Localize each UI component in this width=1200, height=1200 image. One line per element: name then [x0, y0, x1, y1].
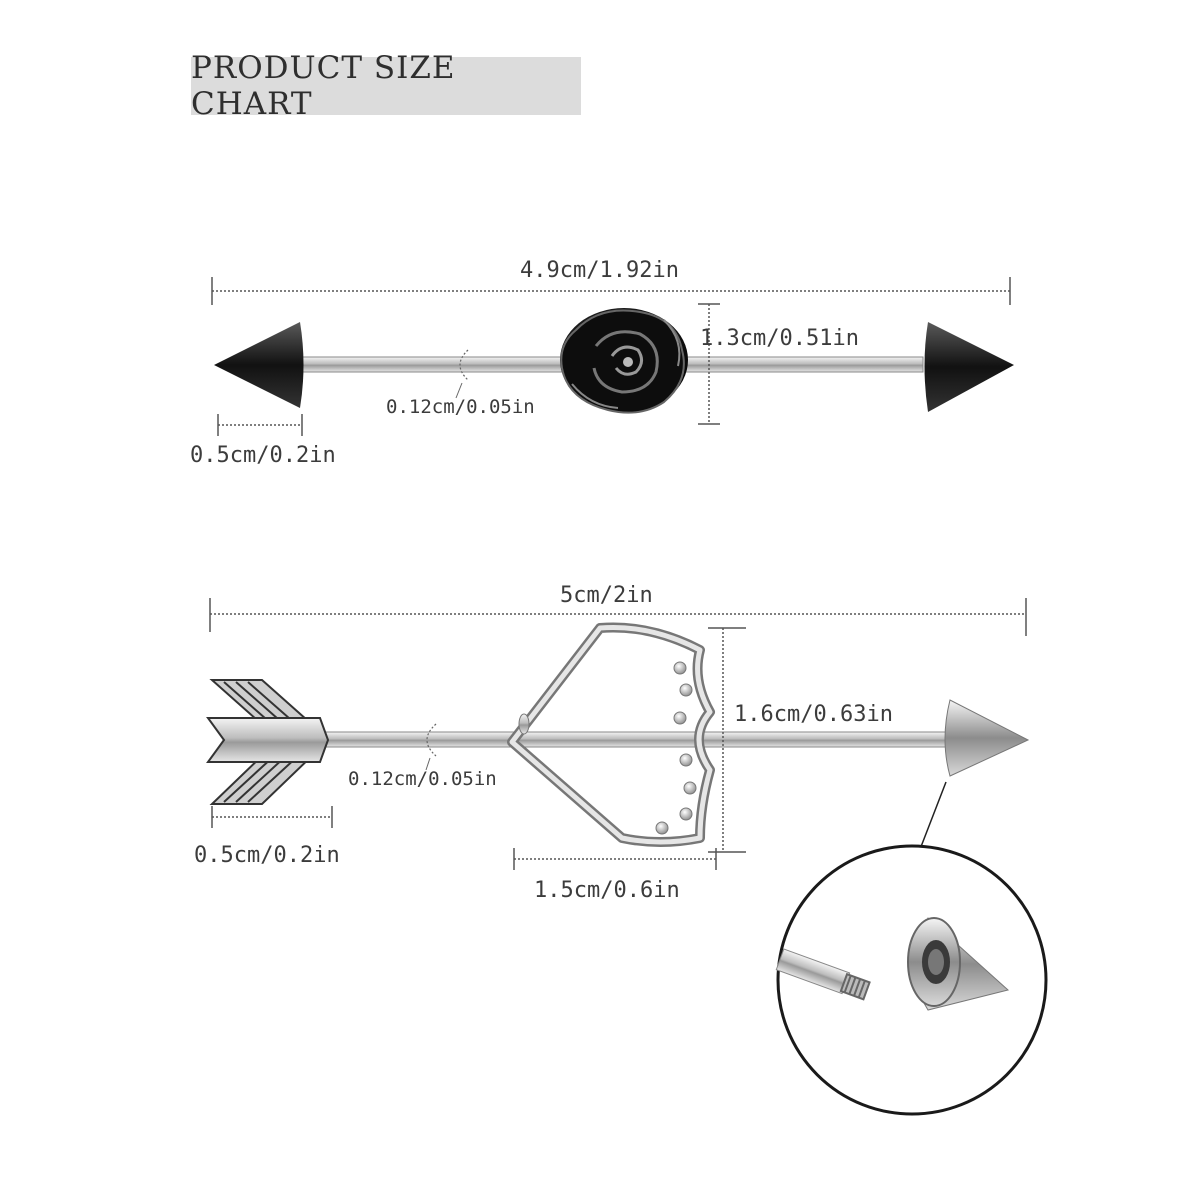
rose-length-label: 4.9cm/1.92in [520, 258, 679, 283]
arrow-bar [315, 731, 953, 748]
rose-gauge-label: 0.12cm/0.05in [386, 396, 535, 418]
arrow-gauge-label: 0.12cm/0.05in [348, 768, 497, 790]
rose-left-cone [214, 322, 304, 408]
arrow-charm-width-measure-line [513, 848, 717, 870]
arrow-charm-height-measure-line [708, 627, 746, 853]
rose-barbell [211, 277, 1014, 436]
arrow-right-cone [944, 699, 1030, 777]
arrow-barbell [206, 598, 1030, 871]
bow-charm [507, 622, 715, 847]
black-rose-charm [560, 308, 688, 414]
arrow-charm-height-label: 1.6cm/0.63in [734, 702, 893, 727]
thread-detail-zoom [775, 844, 1048, 1116]
arrow-end-size-measure-line [211, 806, 333, 828]
rose-length-measure-line [211, 277, 1011, 305]
rose-charm-height-label: 1.3cm/0.51in [700, 326, 859, 351]
arrow-end-size-label: 0.5cm/0.2in [194, 843, 340, 868]
size-chart-title: PRODUCT SIZE CHART [191, 50, 456, 122]
rose-charm-height-measure-line [698, 303, 720, 425]
arrow-fletching [206, 679, 330, 805]
rose-right-cone [924, 322, 1014, 412]
arrow-charm-width-label: 1.5cm/0.6in [534, 878, 680, 903]
arrow-length-measure-line [209, 598, 1027, 636]
size-chart-title-box: PRODUCT SIZE CHART [191, 50, 581, 122]
rose-end-size-measure-line [217, 414, 303, 436]
arrow-length-label: 5cm/2in [560, 583, 653, 608]
rose-end-size-label: 0.5cm/0.2in [190, 443, 336, 468]
rose-gauge-indicator [459, 349, 469, 381]
